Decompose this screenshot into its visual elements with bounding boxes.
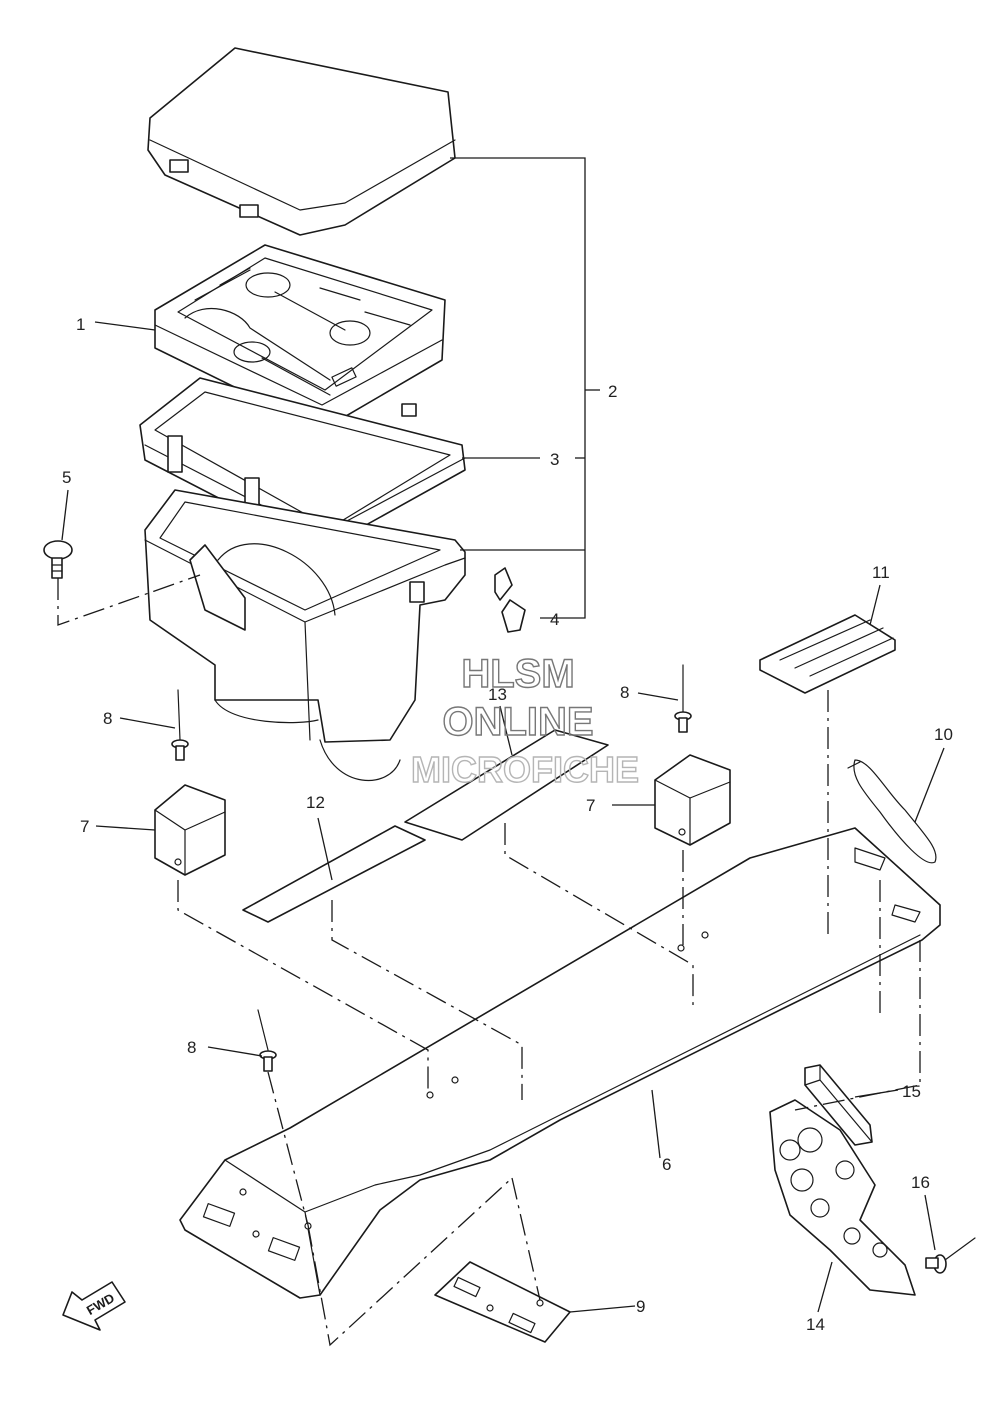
pad-part [759,614,896,694]
fwd-direction-icon: FWD [62,1281,126,1331]
callout-11: 11 [872,563,890,582]
watermark-line-3: MICROFICHE [411,749,639,790]
leader-lines [61,157,945,1313]
clip-part [494,567,526,633]
watermark-line-2: ONLINE [442,700,593,744]
bracket-right [654,754,731,846]
callout-5: 5 [62,468,71,487]
pin-part [925,1237,976,1274]
floor-panel [179,827,941,1299]
callout-12: 12 [306,793,325,812]
callout-13: 13 [488,685,507,704]
alignment-lines [57,574,921,1347]
gasket-part [769,1099,916,1296]
plate-part [434,1261,571,1343]
wire-guide-part [847,759,937,864]
storage-lid [147,47,456,236]
callout-7-right: 7 [586,796,595,815]
callout-1: 1 [76,315,85,334]
callout-16: 16 [911,1173,930,1192]
strip-13 [404,729,609,841]
callout-7-left: 7 [80,817,89,836]
callout-8-lower: 8 [187,1038,196,1057]
tool-tray [154,244,446,431]
callout-10: 10 [934,725,953,744]
rivet-upper-right [674,664,692,733]
rivet-lower [257,1009,277,1072]
block-part [804,1064,873,1146]
callout-2: 2 [608,382,617,401]
callout-9: 9 [636,1297,645,1316]
screw-part [43,540,73,579]
callout-3: 3 [550,450,559,469]
bracket-left [154,784,226,876]
watermark-line-1: HLSM [461,652,574,696]
callout-8-upper-right: 8 [620,683,629,702]
callout-15: 15 [902,1082,921,1101]
rivet-upper-left [171,689,189,761]
callout-4: 4 [550,610,559,629]
storage-box-body [144,489,466,782]
callout-labels: 1 2 3 4 5 6 7 7 8 8 8 9 10 11 12 13 14 1… [62,315,953,1334]
callout-8-upper-left: 8 [103,709,112,728]
callout-6: 6 [662,1155,671,1174]
strip-12 [242,825,426,923]
watermark: HLSM ONLINE MICROFICHE [410,651,639,790]
callout-14: 14 [806,1315,825,1334]
